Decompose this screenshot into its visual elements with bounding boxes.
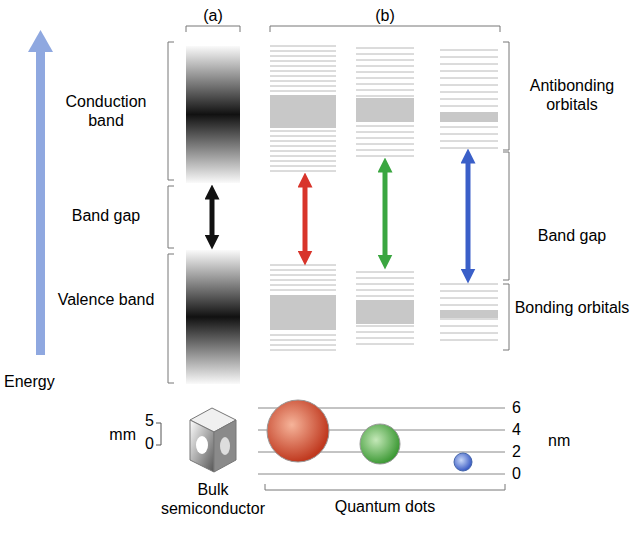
- green-quantum-dot: [360, 424, 400, 464]
- bracket: [168, 42, 174, 180]
- band-label: Band gap: [48, 206, 164, 225]
- blue-gap-arrow: [466, 156, 471, 276]
- band-label: Band gap: [513, 226, 631, 245]
- valence-band: [186, 250, 240, 384]
- panel-label: (a): [195, 6, 231, 25]
- bracket: [168, 254, 174, 383]
- bracket: [186, 26, 240, 32]
- energy-levels: [270, 46, 498, 350]
- bulk-cube: [190, 408, 236, 472]
- panel-label: (b): [365, 6, 405, 25]
- bracket: [503, 152, 509, 280]
- band-label: Conduction band: [48, 92, 164, 130]
- band-label: Valence band: [48, 290, 164, 309]
- scale-number: 4: [512, 420, 532, 439]
- scale-number: 2: [512, 442, 532, 461]
- bracket: [270, 26, 500, 32]
- conduction-band: [186, 46, 240, 183]
- caption-label: Quantum dots: [300, 497, 470, 516]
- energy-arrow-head: [28, 30, 53, 52]
- orbital-label: Antibonding orbitals: [513, 76, 631, 114]
- band-gap-arrow: [210, 192, 215, 242]
- mm-bracket: [156, 423, 161, 445]
- orbital-label: Bonding orbitals: [513, 298, 631, 317]
- red-gap-arrow: [303, 180, 308, 258]
- blue-quantum-dot: [454, 453, 472, 471]
- unit-label: mm: [100, 425, 136, 444]
- bracket: [503, 284, 509, 350]
- green-gap-arrow: [383, 165, 388, 262]
- red-quantum-dot: [267, 400, 329, 462]
- caption-label: Bulk semiconductor: [150, 480, 276, 518]
- scale-number: 6: [512, 398, 532, 417]
- bracket: [168, 186, 174, 248]
- energy-arrow: [36, 50, 45, 355]
- bracket: [265, 484, 505, 490]
- axis-label: Energy: [4, 372, 74, 391]
- scale-number: 5: [138, 411, 154, 430]
- bracket: [503, 42, 509, 150]
- unit-label: nm: [548, 431, 588, 450]
- scale-number: 0: [512, 464, 532, 483]
- scale-number: 0: [138, 434, 154, 453]
